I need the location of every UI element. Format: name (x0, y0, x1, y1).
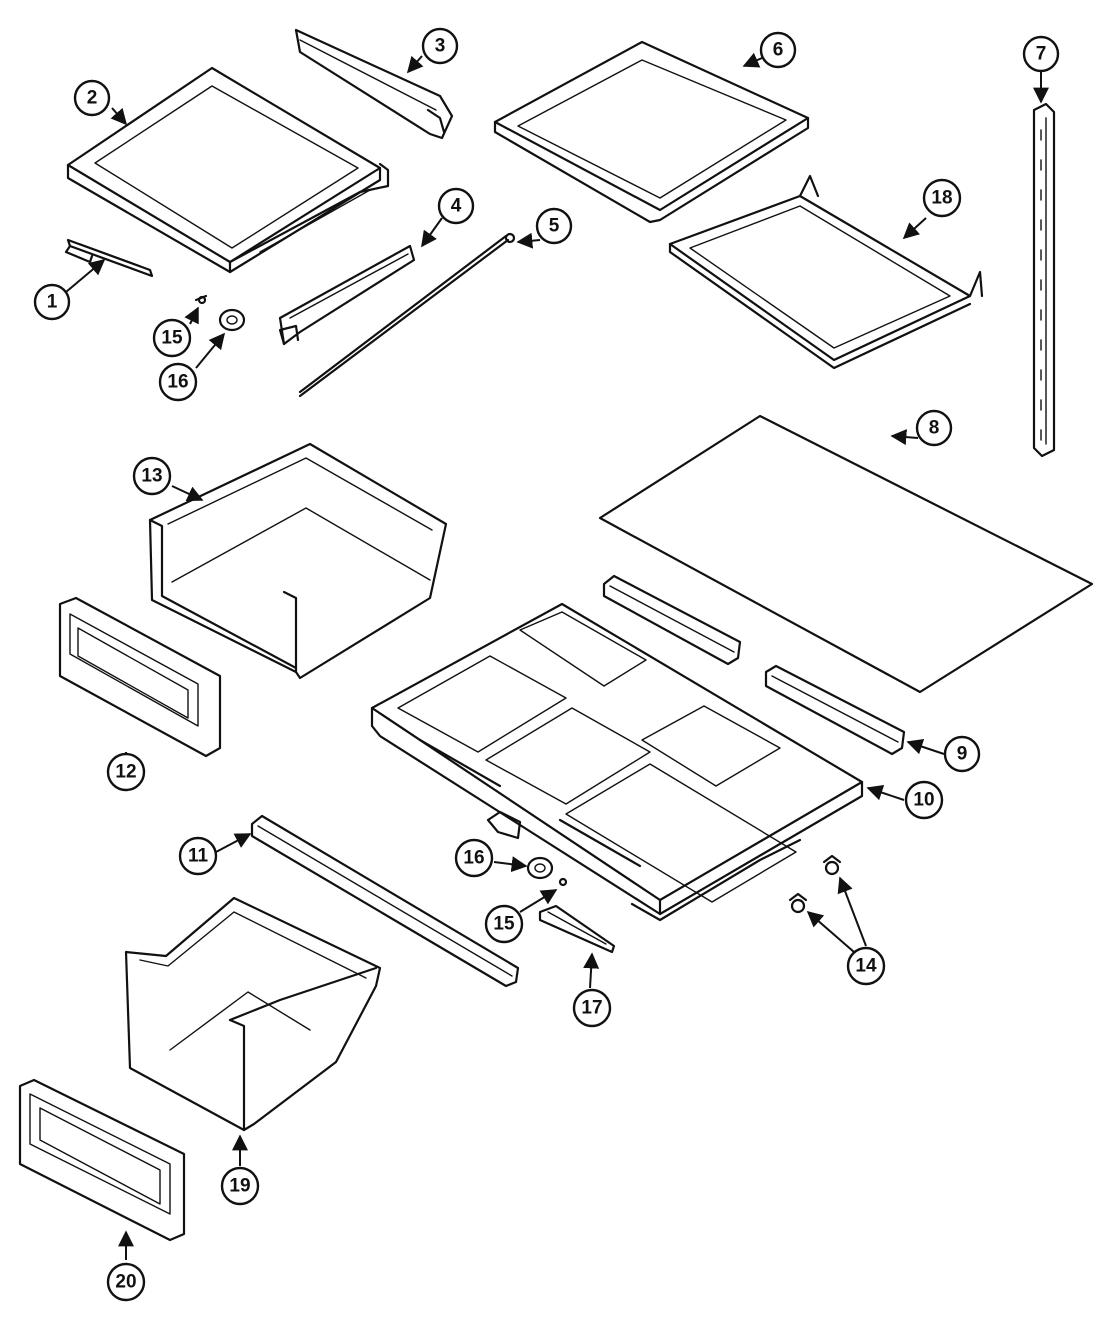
callout-9-label: 9 (957, 744, 968, 765)
callout-4: 4 (437, 187, 475, 225)
part-1-bracket (64, 238, 154, 278)
callout-10-label: 10 (913, 790, 934, 811)
callout-14-label: 14 (855, 956, 877, 977)
callout-15-upper-label: 15 (161, 328, 183, 349)
part-11-strip (250, 814, 520, 988)
part-15-16-lower-roller (526, 856, 568, 887)
callout-12: 12 (106, 752, 146, 792)
callout-3: 3 (421, 27, 459, 65)
part-9-rails (602, 574, 906, 756)
part-8-glass-panel (598, 414, 1094, 694)
part-10-drawer-frame (370, 602, 864, 922)
part-19-deli-drawer (124, 896, 382, 1132)
callout-17: 17 (572, 988, 612, 1028)
callout-17-label: 17 (581, 998, 602, 1019)
callout-18-label: 18 (931, 188, 952, 209)
part-7-vertical-track (1032, 102, 1056, 458)
callout-8: 8 (915, 409, 953, 447)
callout-13-label: 13 (141, 466, 162, 487)
part-20-drawer-front (18, 1078, 186, 1242)
callout-16-upper-label: 16 (167, 372, 188, 393)
part-6-glass-shelf (493, 40, 810, 224)
part-2-shelf (66, 66, 390, 274)
callout-20-label: 20 (115, 1272, 136, 1293)
callout-1-label: 1 (47, 292, 58, 313)
part-17-bracket (538, 904, 616, 954)
callout-9: 9 (943, 735, 981, 773)
callout-16-upper: 16 (158, 362, 198, 402)
callout-2-label: 2 (87, 88, 98, 109)
callout-5-label: 5 (549, 216, 560, 237)
part-14-screws (788, 854, 842, 914)
callout-2: 2 (73, 79, 111, 117)
callout-15-upper: 15 (152, 318, 192, 358)
callout-12-label: 12 (115, 762, 136, 783)
callout-15-lower-label: 15 (493, 914, 515, 935)
part-13-crisper-bin (148, 442, 448, 680)
part-3-rail (294, 28, 454, 140)
part-12-drawer-front (58, 596, 222, 758)
callout-11-label: 11 (188, 846, 209, 867)
part-4-track (278, 244, 416, 346)
callout-6: 6 (759, 31, 797, 69)
part-18-wire-shelf (668, 174, 984, 370)
callout-15-lower: 15 (484, 904, 524, 944)
callout-16-lower: 16 (454, 838, 494, 878)
callout-19: 19 (220, 1166, 260, 1206)
callout-6-label: 6 (773, 40, 784, 61)
callout-18: 18 (922, 178, 962, 218)
callout-20: 20 (106, 1262, 146, 1302)
part-5-rod (298, 232, 516, 398)
part-15-16-upper-roller (194, 294, 246, 332)
callout-1: 1 (33, 283, 71, 321)
callout-8-label: 8 (929, 418, 940, 439)
callout-13: 13 (132, 456, 172, 496)
callout-16-lower-label: 16 (463, 848, 484, 869)
callout-7: 7 (1022, 35, 1060, 73)
callout-3-label: 3 (435, 36, 446, 57)
callout-5: 5 (535, 207, 573, 245)
callout-11: 11 (178, 836, 218, 876)
callout-7-label: 7 (1036, 44, 1047, 65)
callout-4-label: 4 (451, 196, 462, 217)
callout-14: 14 (846, 946, 886, 986)
callout-19-label: 19 (229, 1176, 250, 1197)
callout-10: 10 (904, 780, 944, 820)
